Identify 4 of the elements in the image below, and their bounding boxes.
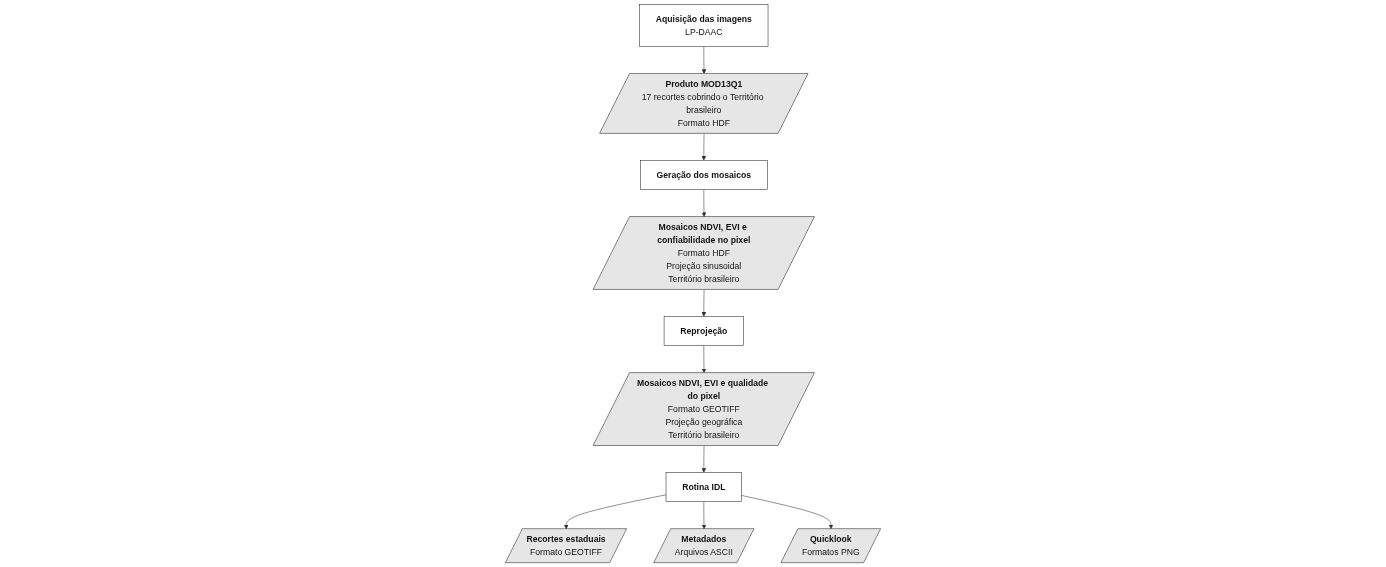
node-box: Aquisição das imagens LP-DAAC bbox=[639, 4, 769, 47]
node-box: Rotina IDL bbox=[665, 472, 742, 502]
node-box: Geração dos mosaicos bbox=[640, 160, 768, 190]
node-box: Reprojeção bbox=[663, 316, 744, 346]
